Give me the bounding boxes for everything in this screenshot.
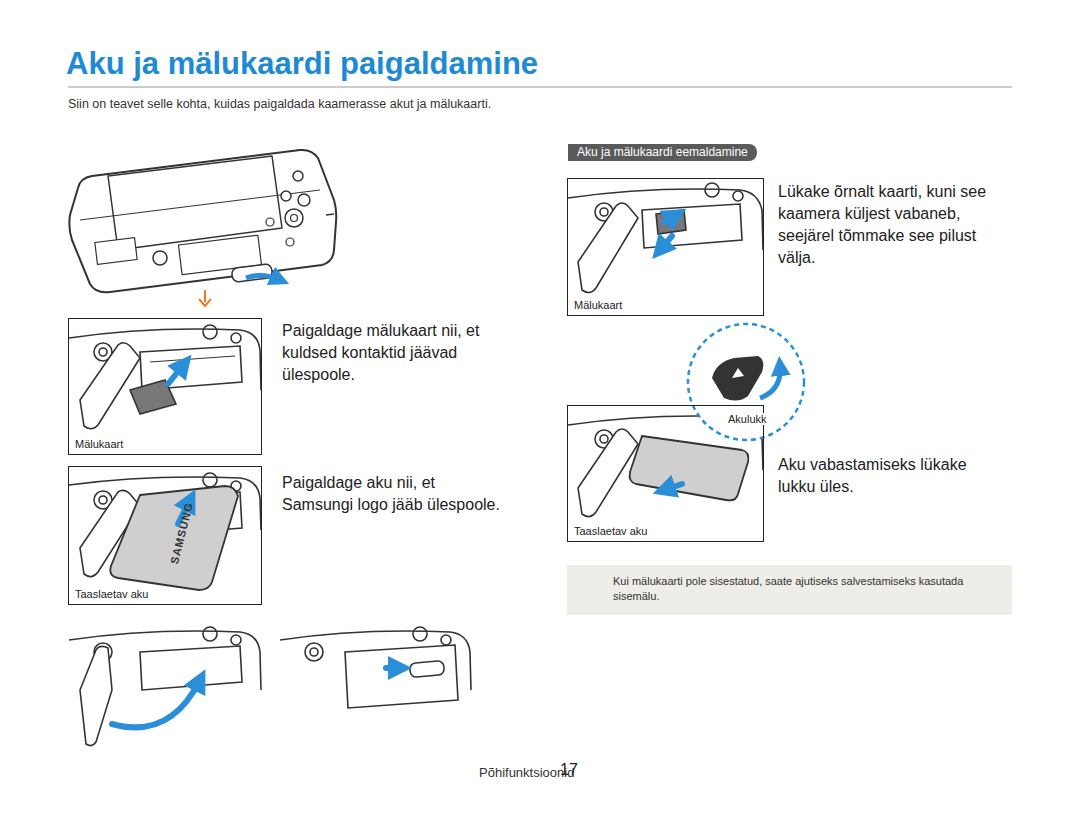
- down-arrow: [199, 290, 211, 306]
- page-title: Aku ja mälukaardi paigaldamine: [66, 46, 538, 82]
- title-rule: [68, 87, 1012, 88]
- instruction-text: Aku vabastamiseks lükake lukku üles.: [778, 454, 984, 498]
- panel-caption: Taaslaetav aku: [73, 588, 150, 600]
- battery-logo: SAMSUNG: [168, 501, 195, 565]
- figure-panel: Mälukaart: [567, 178, 764, 316]
- note-text: Kui mälukaarti pole sisestatud, saate aj…: [613, 574, 998, 604]
- zoom-detail: [688, 324, 804, 440]
- section-label: Aku ja mälukaardi eemaldamine: [577, 145, 748, 159]
- instruction-text: Lükake õrnalt kaarti, kuni see kaamera k…: [778, 181, 1006, 269]
- instruction-text: Paigaldage mälukaart nii, et kuldsed kon…: [282, 320, 488, 386]
- camera-figure: [69, 150, 336, 292]
- page-number: 17: [560, 761, 578, 779]
- panel-caption: Mälukaart: [73, 438, 125, 450]
- blue-arrows: [112, 215, 682, 727]
- section-tag: Aku ja mälukaardi eemaldamine: [568, 144, 757, 161]
- intro-text: Siin on teavet selle kohta, kuidas paiga…: [68, 97, 968, 111]
- figure-panel: Taaslaetav aku: [567, 405, 764, 542]
- part-label: Akulukk: [726, 413, 769, 425]
- panel-caption: Taaslaetav aku: [572, 525, 649, 537]
- camera-bottom-views: [69, 183, 763, 746]
- panel-caption: Mälukaart: [572, 299, 624, 311]
- note-box: Kui mälukaarti pole sisestatud, saate aj…: [567, 565, 1012, 615]
- instruction-text: Paigaldage aku nii, et Samsungi logo jää…: [282, 472, 500, 516]
- figure-panel: Mälukaart: [68, 318, 262, 455]
- figure-panel: Taaslaetav aku: [68, 466, 262, 605]
- slide-arrow: [246, 275, 280, 280]
